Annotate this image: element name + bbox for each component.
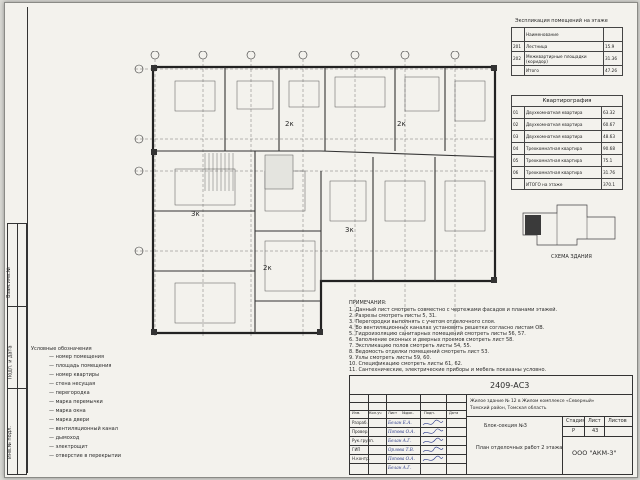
col-header-date: Дата bbox=[449, 411, 459, 415]
legend-item: — дымоход bbox=[49, 435, 80, 441]
drawing-sheet: Инв.№ подл. Подп. и дата Взам.инв.№ Эксп… bbox=[4, 2, 638, 478]
explication-col-name: Наименование bbox=[524, 27, 604, 42]
note-item: 5. Гидроизоляцию санитарных помещений см… bbox=[349, 331, 526, 337]
role-group-lead: Рук.групп. bbox=[352, 438, 374, 443]
note-item: 4. Во вентиляционных каналах установить … bbox=[349, 325, 545, 331]
legend-item: — вентиляционный канал bbox=[49, 426, 118, 432]
legend-item: — перегородка bbox=[49, 390, 90, 396]
side-stamp-replace: Взам.инв.№ bbox=[5, 267, 12, 298]
role-chief-engineer: ГИП bbox=[352, 447, 361, 452]
legend-item: — номер помещения bbox=[49, 354, 105, 360]
plan-mark-1: 2к bbox=[285, 120, 294, 128]
sheet-value: 43 bbox=[592, 428, 599, 434]
legend-item: — отверстие в перекрытии bbox=[49, 453, 122, 459]
legend-title: Условные обозначения bbox=[31, 346, 92, 352]
role-developer: Разраб. bbox=[352, 420, 368, 425]
drawing-code: 2409-АС3 bbox=[490, 381, 530, 390]
note-item: 11. Сантехнические, электрические прибор… bbox=[349, 367, 547, 373]
name-checker: Попова О.А. bbox=[388, 429, 415, 434]
col-header-izm: Изм. bbox=[352, 411, 361, 415]
building-scheme-label: СХЕМА ЗДАНИЯ bbox=[551, 254, 592, 260]
explication-title: Экспликация помещений на этаже bbox=[515, 18, 608, 24]
note-item: 2. Разрезы смотреть листы 5, 31. bbox=[349, 313, 437, 319]
apartment-total-value: 370.1 bbox=[601, 178, 623, 190]
name-norm-control: Попова О.А. bbox=[388, 456, 415, 461]
binding-margin-line bbox=[27, 7, 28, 473]
legend-item: — номер квартиры bbox=[49, 372, 100, 378]
plan-mark-3: 3к bbox=[191, 210, 200, 218]
company-name: ООО "АКМ-3" bbox=[572, 449, 617, 457]
legend-item: — марка двери bbox=[49, 417, 90, 423]
name-developer: Белан Е.А. bbox=[388, 420, 412, 425]
name-group-lead: Белан А.Г. bbox=[388, 438, 412, 443]
col-header-kolvo: Кол.уч bbox=[369, 411, 382, 415]
role-checker: Провер. bbox=[352, 429, 369, 434]
note-item: 7. Экспликацию полов смотреть листы 54, … bbox=[349, 343, 472, 349]
plan-mark-2: 2к bbox=[397, 120, 406, 128]
note-item: 8. Ведомость отделки помещений смотреть … bbox=[349, 349, 490, 355]
building-scheme bbox=[522, 204, 616, 246]
section-name: Блок-секция №3 bbox=[484, 423, 527, 429]
note-item: 10. Спецификацию смотреть листы 61, 62. bbox=[349, 361, 463, 367]
object-title: Жилое здание № 12 в Жилом комплексе «Сев… bbox=[470, 399, 595, 404]
note-item: 3. Перегородки выполнять с учетом отдело… bbox=[349, 319, 496, 325]
signature-grid: Изм. Кол.уч Лист №док. Подп. Дата Разраб… bbox=[350, 394, 466, 474]
plan-mark-4: 3к bbox=[345, 226, 354, 234]
name-extra: Белан А.Г. bbox=[388, 465, 412, 470]
sheet-title: План отделочных работ 2 этажа bbox=[476, 445, 563, 451]
note-item: 1. Данный лист смотреть совместно с черт… bbox=[349, 307, 558, 313]
notes-title: ПРИМЕЧАНИЯ: bbox=[349, 300, 387, 306]
legend-item: — электрощит bbox=[49, 444, 88, 450]
legend-item: — площадь помещения bbox=[49, 363, 112, 369]
signature-scribbles bbox=[422, 419, 444, 462]
note-item: 9. Узлы смотреть листы 59, 60. bbox=[349, 355, 432, 361]
apartment-table-title: Квартирография bbox=[511, 95, 623, 107]
col-header-sheet: Лист bbox=[388, 411, 398, 415]
plan-mark-5: 2к bbox=[263, 264, 272, 272]
title-block: 2409-АС3 Жилое здание № 12 в Жилом компл… bbox=[349, 375, 633, 475]
side-stamp: Инв.№ подл. Подп. и дата Взам.инв.№ bbox=[5, 223, 27, 475]
sheets-label: Листов bbox=[608, 418, 627, 424]
legend-list: — номер помещения — площадь помещения — … bbox=[31, 355, 141, 463]
legend-item: — стена несущая bbox=[49, 381, 96, 387]
note-item: 6. Заполнение оконных и дверных проемов … bbox=[349, 337, 514, 343]
side-stamp-inv: Инв.№ подл. bbox=[6, 426, 13, 459]
role-norm-control: Н.контр. bbox=[352, 456, 370, 461]
legend-item: — марка перемычки bbox=[49, 399, 103, 405]
apartment-total-label: ИТОГО на этаже bbox=[524, 178, 602, 190]
name-chief-engineer: Орлова Т.В. bbox=[388, 447, 415, 452]
floor-plan bbox=[134, 51, 497, 336]
notes-list: 1. Данный лист смотреть совместно с черт… bbox=[349, 308, 609, 374]
col-header-sign: Подп. bbox=[424, 411, 435, 415]
legend-item: — марка окна bbox=[49, 408, 86, 414]
col-header-doc: №док. bbox=[402, 411, 414, 415]
object-location: Томский район, Томская область bbox=[470, 406, 547, 411]
stage-label: Стадия bbox=[566, 418, 586, 424]
stage-value: Р bbox=[572, 428, 576, 434]
side-stamp-sign: Подп. и дата bbox=[7, 345, 14, 380]
sheet-label: Лист bbox=[588, 418, 601, 424]
